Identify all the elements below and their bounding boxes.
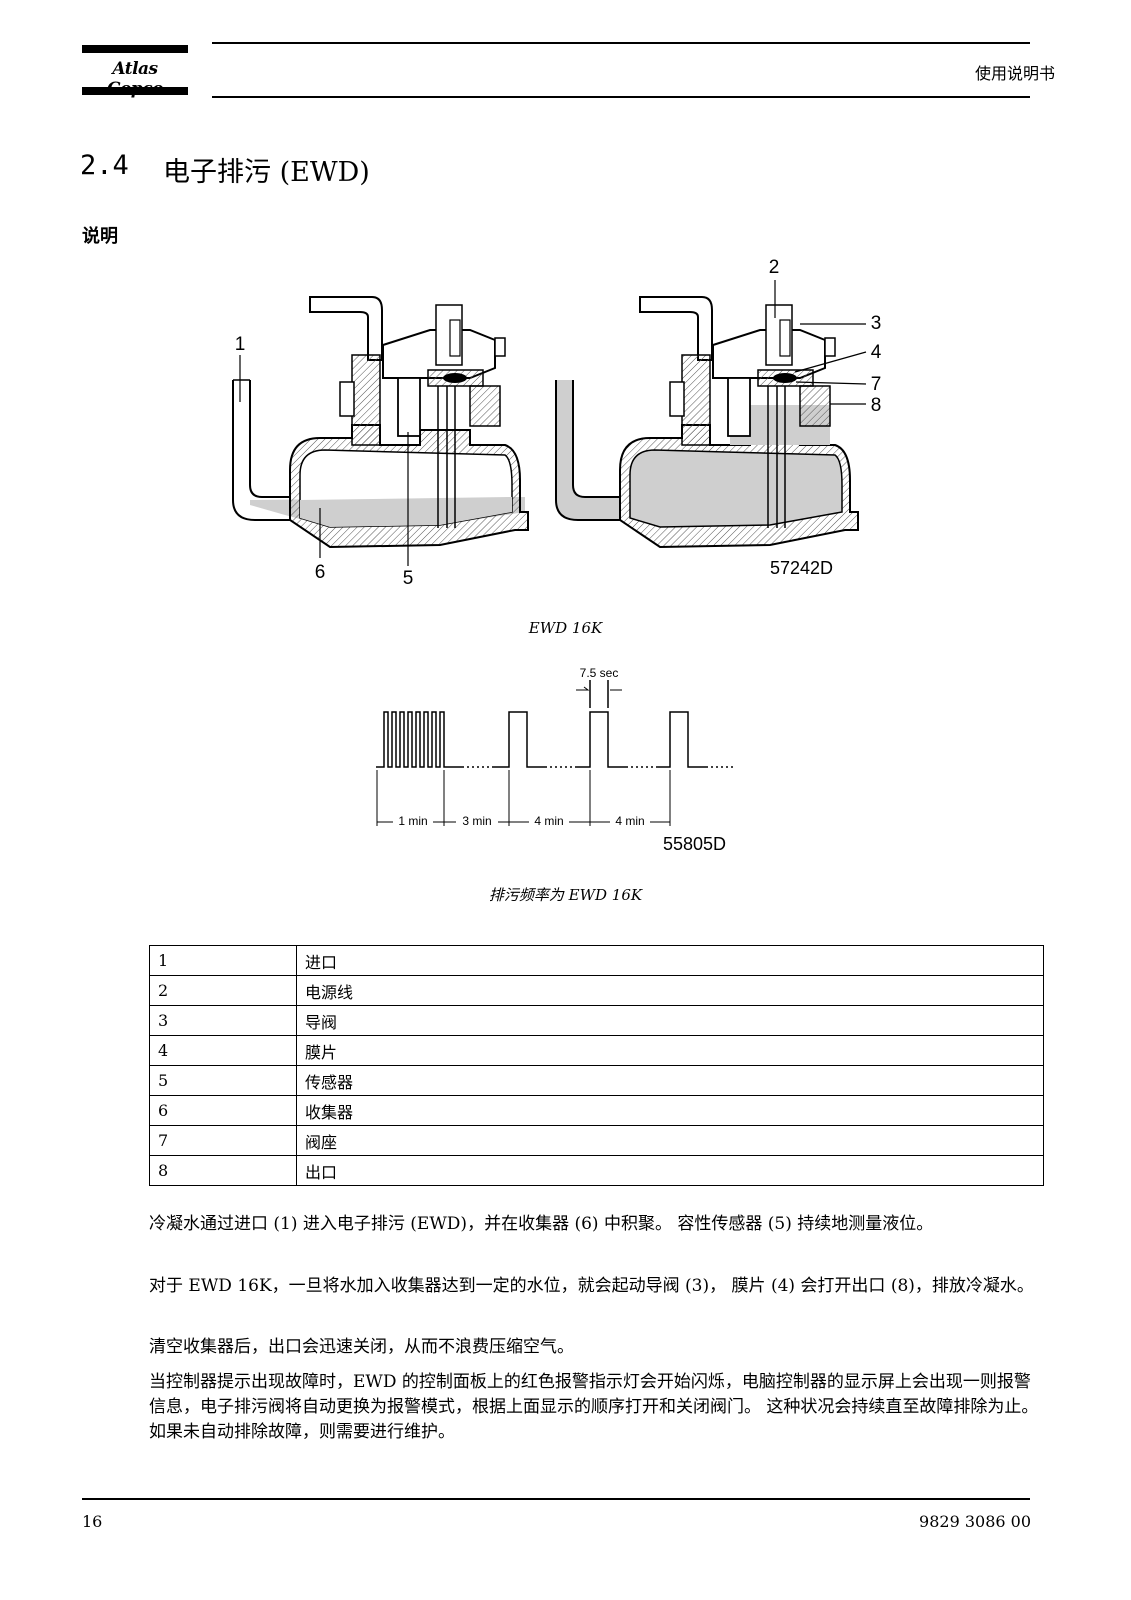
callout-7: 7 <box>871 374 882 395</box>
paragraph-4: 当控制器提示出现故障时，EWD 的控制面板上的红色报警指示灯会开始闪烁，电脑控制… <box>149 1372 1039 1442</box>
legend-label: 进口 <box>296 945 1044 976</box>
legend-number: 4 <box>149 1035 297 1066</box>
callout-2: 2 <box>769 257 780 278</box>
paragraph-3: 清空收集器后，出口会迅速关闭，从而不浪费压缩空气。 <box>149 1337 574 1357</box>
legend-label: 传感器 <box>296 1065 1044 1096</box>
page-number: 16 <box>82 1512 103 1531</box>
section-number: 2.4 <box>80 150 129 181</box>
legend-number: 8 <box>149 1155 297 1186</box>
figure2-caption: 排污频率为 EWD 16K <box>488 886 643 904</box>
legend-label: 导阀 <box>296 1005 1044 1036</box>
legend-number: 6 <box>149 1095 297 1126</box>
figure1-code: 57242D <box>770 558 833 578</box>
callout-1: 1 <box>235 334 246 355</box>
logo-bar-top <box>82 45 188 53</box>
callout-8: 8 <box>871 395 882 416</box>
callout-4: 4 <box>871 342 882 363</box>
legend-number: 7 <box>149 1125 297 1156</box>
pulse-width-label: 7.5 sec <box>580 666 619 680</box>
header-rule-top <box>212 42 1030 44</box>
section-title: 电子排污 (EWD) <box>163 157 370 188</box>
ewd-drawing-left <box>232 296 529 566</box>
interval-label-4: 4 min <box>615 814 644 828</box>
interval-label-3: 4 min <box>534 814 563 828</box>
legend-label: 阀座 <box>296 1125 1044 1156</box>
legend-label: 电源线 <box>296 975 1044 1006</box>
header-label: 使用说明书 <box>974 64 1055 83</box>
atlas-copco-logo: Atlas Copco <box>82 45 188 99</box>
ewd-drawing-right <box>555 280 867 549</box>
paragraph-2: 对于 EWD 16K，一旦将水加入收集器达到一定的水位，就会起动导阀 (3)， … <box>149 1276 1034 1296</box>
legend-label: 收集器 <box>296 1095 1044 1126</box>
callout-6: 6 <box>315 562 326 583</box>
legend-number: 2 <box>149 975 297 1006</box>
interval-label-1: 1 min <box>398 814 427 828</box>
figure1-caption: EWD 16K <box>528 619 603 637</box>
figure2-code: 55805D <box>663 834 726 854</box>
legend-label: 出口 <box>296 1155 1044 1186</box>
timing-diagram <box>376 680 736 826</box>
paragraph-1: 冷凝水通过进口 (1) 进入电子排污 (EWD)，并在收集器 (6) 中积聚。 … <box>149 1214 934 1234</box>
logo-bar-bottom <box>82 87 188 95</box>
callout-3: 3 <box>871 313 882 334</box>
legend-number: 1 <box>149 945 297 976</box>
header-rule-bottom <box>212 96 1030 98</box>
figures-canvas: 1 2 3 4 5 6 7 8 57242D <box>232 257 882 854</box>
legend-label: 膜片 <box>296 1035 1044 1066</box>
subheading: 说明 <box>82 226 118 247</box>
footer-rule <box>82 1498 1030 1500</box>
document-number: 9829 3086 00 <box>919 1512 1031 1531</box>
interval-label-2: 3 min <box>462 814 491 828</box>
callout-5: 5 <box>403 568 414 589</box>
legend-number: 5 <box>149 1065 297 1096</box>
legend-number: 3 <box>149 1005 297 1036</box>
